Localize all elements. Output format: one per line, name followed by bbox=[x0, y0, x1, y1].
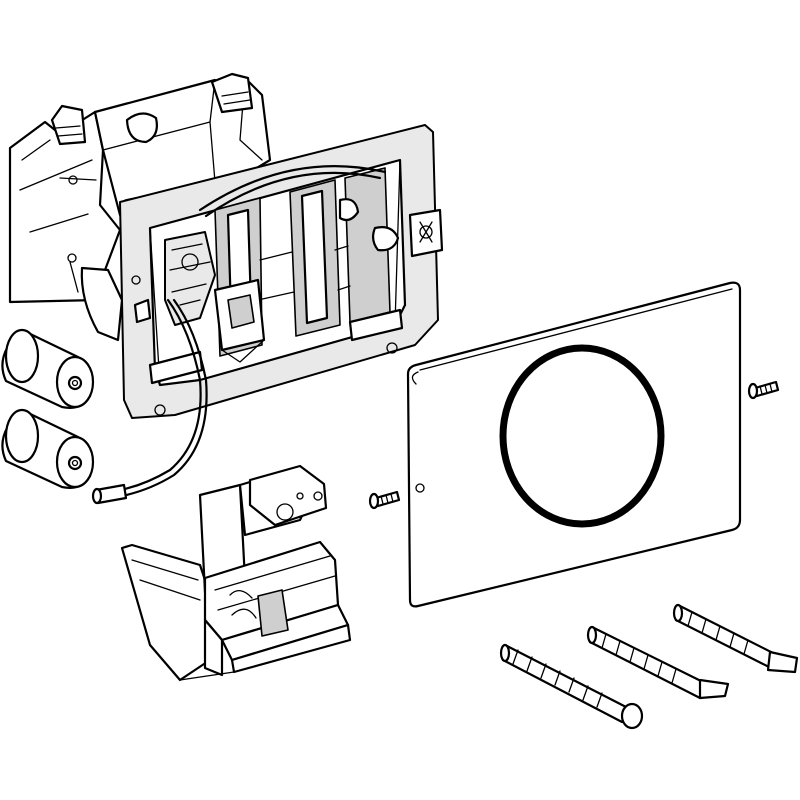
screw bbox=[368, 490, 401, 510]
control-unit bbox=[120, 464, 352, 682]
actuator-plate bbox=[406, 281, 742, 608]
battery bbox=[1, 328, 95, 409]
mounting-frame bbox=[119, 124, 444, 419]
signal-cable bbox=[91, 298, 208, 505]
fixing-bolt bbox=[499, 643, 644, 730]
fixing-bolt bbox=[672, 603, 799, 674]
battery bbox=[1, 408, 95, 489]
fixing-bolt bbox=[586, 625, 730, 700]
screw bbox=[747, 380, 780, 400]
